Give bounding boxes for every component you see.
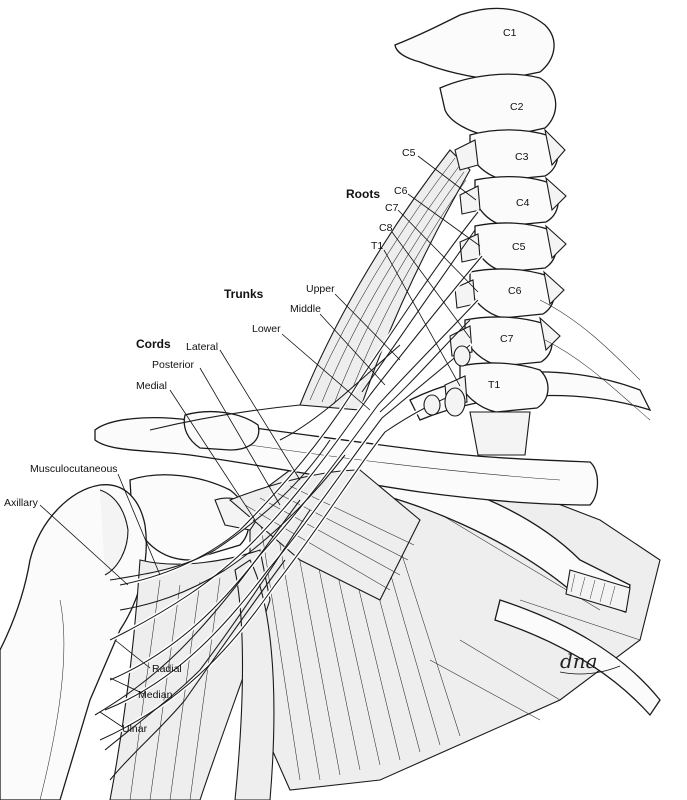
vertebra-label-c5: C5 bbox=[512, 241, 526, 253]
branch-label-radial: Radial bbox=[152, 663, 182, 675]
vertebra-labels: C1 C2 C3 C4 C5 C6 C7 T1 bbox=[488, 27, 530, 391]
root-label-t1: T1 bbox=[371, 240, 383, 252]
humerus bbox=[0, 484, 147, 800]
signature-text: dna bbox=[560, 649, 598, 673]
root-label-c7: C7 bbox=[385, 202, 399, 214]
vertebra-label-c1: C1 bbox=[503, 27, 517, 39]
root-labels: Roots C5 C6 C7 C8 T1 bbox=[346, 147, 416, 252]
artist-signature: dna bbox=[559, 649, 621, 675]
trunks-heading: Trunks bbox=[224, 287, 264, 301]
cord-label-lateral: Lateral bbox=[186, 341, 218, 353]
root-label-c5: C5 bbox=[402, 147, 416, 159]
root-label-c8: C8 bbox=[379, 222, 393, 234]
cord-labels: Cords Lateral Posterior Medial bbox=[136, 337, 218, 392]
branch-labels: Musculocutaneous Axillary Radial Median … bbox=[4, 463, 182, 735]
branch-label-musculocutaneous: Musculocutaneous bbox=[30, 463, 118, 475]
cords-heading: Cords bbox=[136, 337, 171, 351]
vertebra-label-t1: T1 bbox=[488, 379, 500, 391]
branch-label-axillary: Axillary bbox=[4, 497, 39, 509]
vertebra-label-c3: C3 bbox=[515, 151, 529, 163]
root-label-c6: C6 bbox=[394, 185, 408, 197]
vertebra-label-c7: C7 bbox=[500, 333, 514, 345]
vertebra-label-c2: C2 bbox=[510, 101, 524, 113]
roots-heading: Roots bbox=[346, 187, 380, 201]
branch-label-median: Median bbox=[138, 689, 173, 701]
scalene-muscles bbox=[299, 149, 471, 411]
vertebra-label-c4: C4 bbox=[516, 197, 530, 209]
leader-lines bbox=[39, 155, 481, 729]
trunk-label-upper: Upper bbox=[306, 283, 335, 295]
cord-label-medial: Medial bbox=[136, 380, 167, 392]
brachial-plexus-nerves bbox=[94, 209, 485, 781]
trunk-label-lower: Lower bbox=[252, 323, 281, 335]
trunk-labels: Trunks Upper Middle Lower bbox=[224, 283, 335, 335]
branch-label-ulnar: Ulnar bbox=[122, 723, 148, 735]
vertebra-label-c6: C6 bbox=[508, 285, 522, 297]
trunk-label-middle: Middle bbox=[290, 303, 321, 315]
cord-label-posterior: Posterior bbox=[152, 359, 195, 371]
